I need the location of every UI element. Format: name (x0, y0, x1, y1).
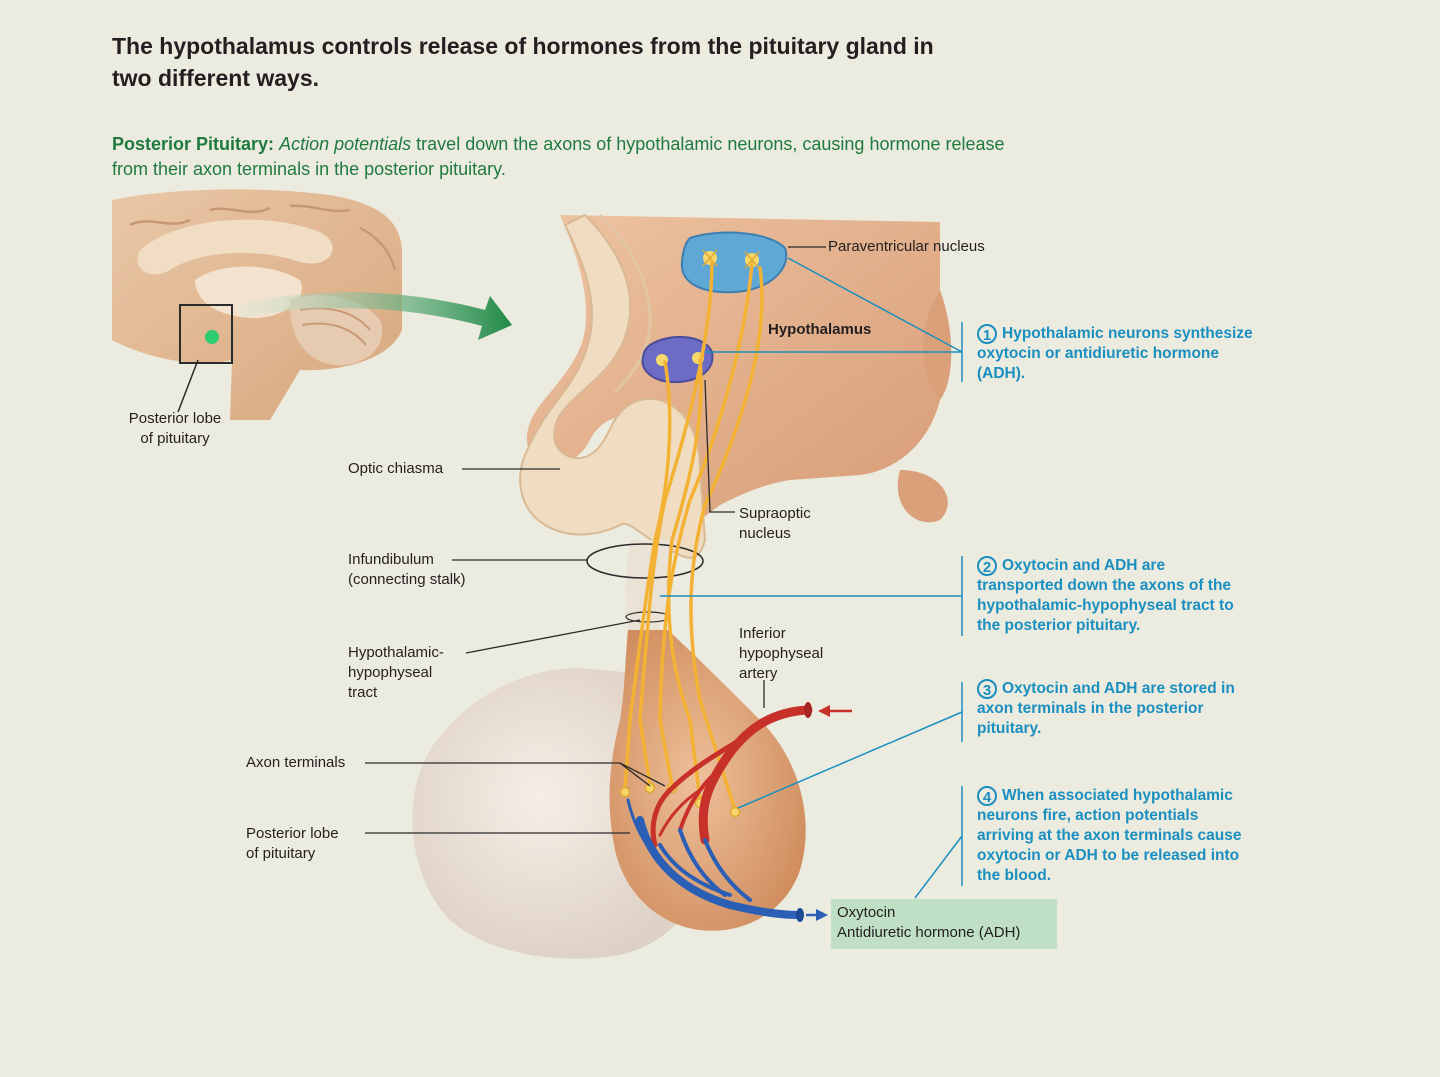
step-line: oxytocin or antidiuretic hormone (977, 345, 1219, 363)
label-infundibulum: Infundibulum (connecting stalk) (348, 550, 466, 590)
step-line: neurons fire, action potentials (977, 807, 1199, 825)
label-inset-posterior-lobe: Posterior lobe of pituitary (100, 409, 250, 449)
label-line: Inferior (739, 625, 786, 642)
vein-cut-end (796, 908, 804, 922)
label-posterior-lobe: Posterior lobe of pituitary (246, 824, 339, 864)
artery (650, 705, 813, 848)
label-supraoptic: Supraoptic nucleus (739, 504, 811, 544)
blood-flow-arrows (806, 705, 852, 921)
label-line: (connecting stalk) (348, 571, 466, 588)
step-leaders (660, 257, 963, 899)
step-line: arriving at the axon terminals cause (977, 827, 1242, 845)
step-line: Oxytocin and ADH are stored in (1002, 680, 1235, 698)
artery-cut-end (804, 702, 812, 718)
label-optic-chiasma: Optic chiasma (348, 460, 444, 477)
subtitle-italic: Action potentials (279, 134, 412, 154)
label-line: Supraoptic (739, 505, 811, 522)
step-line: hypothalamic-hypophyseal tract to (977, 597, 1234, 615)
step-number: 3 (977, 679, 997, 699)
step-2: 2 Oxytocin and ADH are transported down t… (977, 556, 1307, 636)
step-line: oxytocin or ADH to be released into (977, 847, 1240, 865)
subtitle-lead: Posterior Pituitary: (112, 134, 275, 154)
infundibulum-ring (586, 543, 704, 579)
figure-subtitle: Posterior Pituitary: Action potentials t… (112, 132, 1012, 182)
subtitle-rest: travel down the axons of hypothalamic ne… (112, 134, 1005, 179)
step-line: the posterior pituitary. (977, 617, 1141, 635)
label-line: Infundibulum (348, 551, 434, 568)
label-line: of pituitary (140, 430, 210, 447)
step-1: 1 Hypothalamic neurons synthesize oxytoci… (977, 324, 1307, 384)
label-line: Hypothalamic- (348, 644, 444, 661)
brain-inset (112, 189, 402, 420)
label-line: of pituitary (246, 845, 316, 862)
step-number: 2 (977, 556, 997, 576)
output-oxytocin: Oxytocin (837, 904, 896, 921)
veins (626, 798, 804, 919)
step-line: (ADH). (977, 365, 1026, 383)
step-line: pituitary. (977, 720, 1042, 738)
label-hypothalamus: Hypothalamus (768, 321, 872, 338)
label-leaders (365, 246, 826, 834)
zoom-arrow (238, 292, 512, 340)
label-inferior-artery: Inferior hypophyseal artery (739, 624, 823, 684)
label-axon-terminals: Axon terminals (246, 754, 346, 771)
label-line: hypophyseal (348, 664, 433, 681)
step-line: Hypothalamic neurons synthesize (1002, 325, 1253, 343)
axon-tracts (623, 260, 764, 812)
label-line: tract (348, 684, 378, 701)
label-line: artery (739, 665, 778, 682)
step-line: transported down the axons of the (977, 577, 1232, 595)
label-line: Posterior lobe (246, 825, 339, 842)
step-3: 3 Oxytocin and ADH are stored in axon ter… (977, 679, 1307, 739)
figure-title: The hypothalamus controls release of hor… (112, 33, 934, 91)
step-number: 1 (977, 324, 997, 344)
label-line: hypophyseal (739, 645, 824, 662)
step-line: the blood. (977, 867, 1052, 885)
step-4: 4 When associated hypothalamic neurons fi… (977, 786, 1307, 886)
label-tract: Hypothalamic- hypophyseal tract (348, 643, 444, 703)
step-number: 4 (977, 786, 997, 806)
label-line: Posterior lobe (128, 410, 222, 427)
hormone-output-box: Oxytocin Antidiuretic hormone (ADH) (831, 899, 1057, 949)
label-line: nucleus (739, 525, 791, 542)
step-line: Oxytocin and ADH are (1002, 557, 1166, 575)
output-adh: Antidiuretic hormone (ADH) (837, 924, 1021, 941)
step-line: axon terminals in the posterior (977, 700, 1204, 718)
supraoptic-nucleus (641, 335, 714, 384)
optic-chiasma-shape (519, 213, 707, 559)
label-paraventricular: Paraventricular nucleus (828, 238, 985, 255)
step-line: When associated hypothalamic (1002, 787, 1233, 805)
